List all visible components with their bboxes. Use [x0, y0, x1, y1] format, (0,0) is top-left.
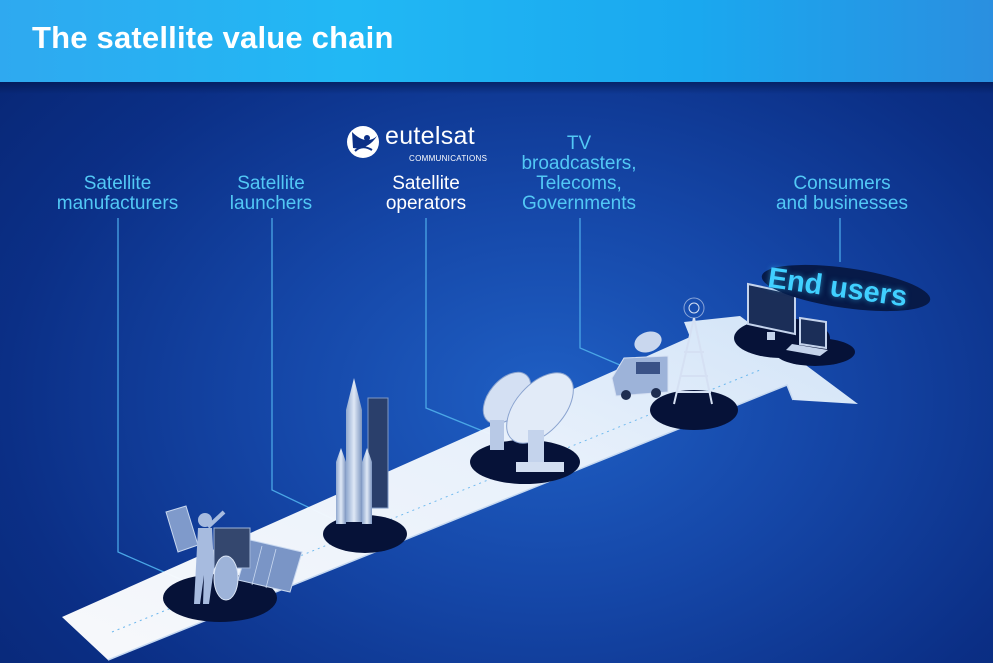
label-line: and businesses: [775, 193, 909, 214]
label-line: Satellite: [237, 173, 305, 194]
end-users-badge-bg: [761, 264, 931, 312]
logo-name: eutelsat: [385, 122, 475, 150]
tv-and-laptop-icon: [734, 282, 855, 366]
label-line: Telecoms,: [536, 173, 622, 194]
label-line: Consumers: [793, 173, 891, 194]
label-satellite-manufacturers: Satellite manufacturers: [45, 174, 190, 214]
label-satellite-launchers: Satellite launchers: [215, 174, 327, 214]
label-line: TV: [566, 133, 592, 154]
header-bar: The satellite value chain: [0, 0, 993, 82]
eutelsat-logo-mark: [347, 126, 379, 158]
connector-operators: [425, 218, 506, 441]
label-satellite-operators: Satellite operators: [372, 174, 480, 214]
header-shadow: [0, 82, 993, 94]
label-line: launchers: [229, 193, 313, 214]
label-line: broadcasters,: [521, 153, 637, 174]
label-line: Governments: [521, 193, 637, 214]
eutelsat-logo: eutelsat COMMUNICATIONS: [345, 120, 495, 166]
page-title: The satellite value chain: [32, 20, 394, 55]
label-line: operators: [385, 193, 467, 214]
label-consumers-businesses: Consumers and businesses: [758, 174, 926, 214]
connector-broadcasters: [579, 218, 656, 381]
label-tv-broadcasters: TV broadcasters, Telecoms, Governments: [506, 134, 652, 214]
label-line: Satellite: [83, 173, 152, 194]
broadcast-van-and-tower-icon: [611, 297, 738, 430]
satellite-dishes-icon: [470, 371, 580, 484]
rocket-icon: [323, 378, 407, 553]
satellite-technician-icon: [163, 505, 303, 622]
logo-subtitle: COMMUNICATIONS: [409, 154, 488, 163]
label-line: manufacturers: [56, 193, 179, 214]
label-line: Satellite: [392, 173, 460, 194]
